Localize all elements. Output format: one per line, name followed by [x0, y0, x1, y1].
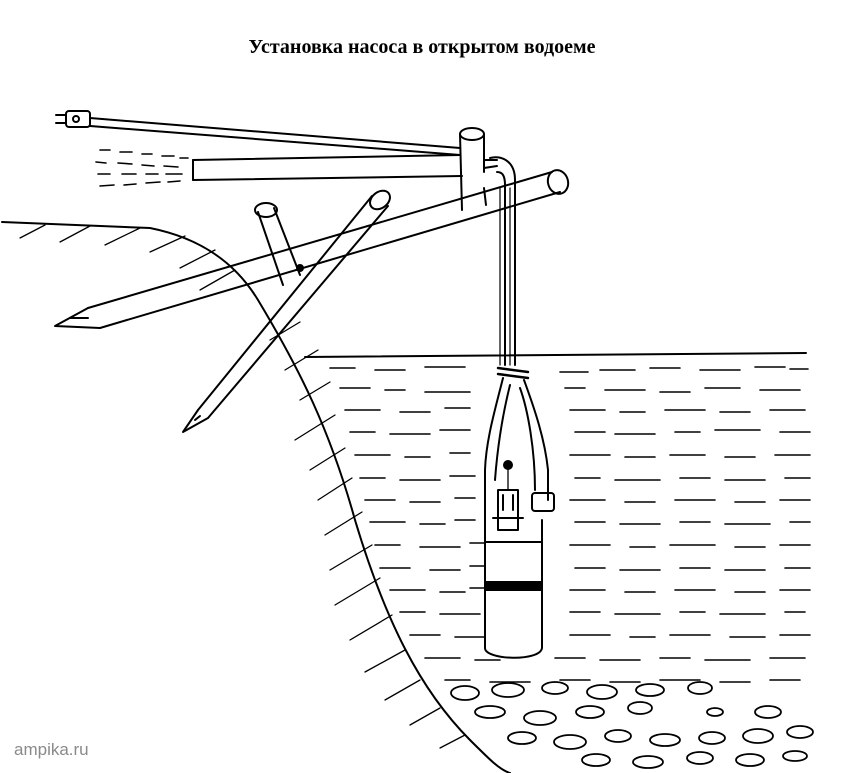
outlet-hose — [192, 154, 498, 181]
power-cable — [55, 110, 461, 156]
diagram-title: Установка насоса в открытом водоеме — [248, 36, 596, 58]
water-spray — [95, 149, 189, 187]
water-surface — [304, 352, 807, 358]
support-stake — [182, 189, 391, 433]
delivery-pipe — [489, 156, 516, 366]
water-dashes — [329, 366, 811, 683]
pipe-clamp — [496, 366, 530, 380]
main-stake — [54, 169, 570, 329]
forked-stake — [254, 202, 304, 286]
submersible-pump — [484, 377, 555, 659]
river-bank — [1, 221, 511, 773]
watermark: ampika.ru — [14, 740, 89, 759]
hose-post — [459, 127, 487, 211]
bottom-pebbles — [450, 681, 814, 769]
